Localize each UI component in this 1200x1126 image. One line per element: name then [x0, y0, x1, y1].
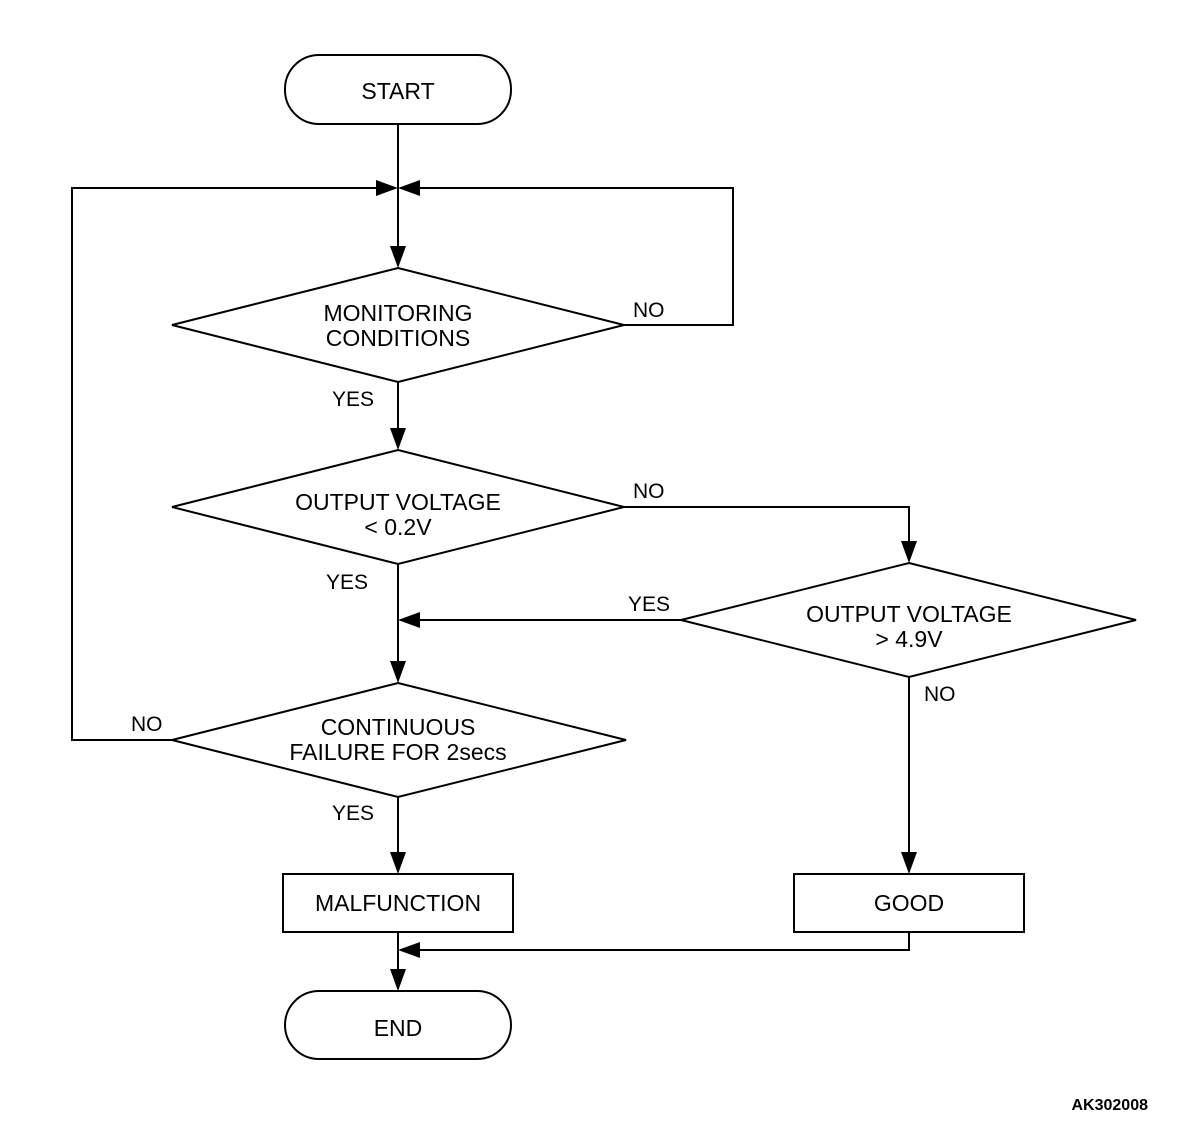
arrowhead-merge-right — [398, 180, 420, 196]
edge-label-monitoring-yes: YES — [332, 388, 374, 411]
good-label: GOOD — [874, 890, 944, 916]
high-voltage-decision: OUTPUT VOLTAGE > 4.9V — [680, 561, 1137, 679]
low-voltage-decision: OUTPUT VOLTAGE < 0.2V — [171, 448, 625, 566]
low-voltage-label-line1: OUTPUT VOLTAGE — [295, 489, 501, 515]
start-label: START — [361, 78, 434, 104]
start-terminal: START — [284, 54, 512, 125]
edge-label-low-yes: YES — [326, 571, 368, 594]
malfunction-label: MALFUNCTION — [315, 890, 481, 916]
continuous-label-line2: FAILURE FOR 2secs — [289, 739, 506, 765]
monitoring-label-line2: CONDITIONS — [326, 325, 470, 351]
continuous-failure-decision: CONTINUOUS FAILURE FOR 2secs — [171, 681, 627, 799]
arrowhead-high-yes — [398, 612, 420, 628]
figure-code: AK302008 — [1072, 1097, 1149, 1114]
monitoring-label-line1: MONITORING — [323, 300, 472, 326]
malfunction-box: MALFUNCTION — [282, 873, 514, 933]
arrowhead-into-high-voltage — [901, 541, 917, 563]
arrowhead-merge-left — [376, 180, 398, 196]
continuous-label-line1: CONTINUOUS — [321, 714, 476, 740]
line-monitoring-no-loop — [408, 187, 734, 326]
edge-label-continuous-yes: YES — [332, 802, 374, 825]
arrowhead-into-end — [390, 969, 406, 991]
edge-label-high-no: NO — [924, 683, 956, 706]
good-box: GOOD — [793, 873, 1025, 933]
arrowhead-into-malfunction — [390, 852, 406, 874]
arrowhead-into-low-voltage — [390, 428, 406, 450]
connectors — [71, 124, 910, 981]
line-low-no — [624, 506, 910, 553]
high-voltage-label-line1: OUTPUT VOLTAGE — [806, 601, 1012, 627]
arrowheads — [376, 180, 917, 991]
arrowhead-good-to-end — [398, 942, 420, 958]
high-voltage-label-line2: > 4.9V — [875, 626, 943, 652]
edge-label-monitoring-no: NO — [633, 299, 665, 322]
line-continuous-no-loop — [71, 187, 388, 741]
edge-label-low-no: NO — [633, 480, 665, 503]
arrowhead-into-continuous — [390, 661, 406, 683]
line-good-to-end — [408, 932, 910, 951]
edge-label-continuous-no: NO — [131, 713, 163, 736]
edge-label-high-yes: YES — [628, 593, 670, 616]
monitoring-conditions-decision: MONITORING CONDITIONS — [171, 266, 625, 384]
arrowhead-into-monitoring — [390, 246, 406, 268]
end-label: END — [374, 1015, 423, 1041]
low-voltage-label-line2: < 0.2V — [364, 514, 432, 540]
arrowhead-into-good — [901, 852, 917, 874]
end-terminal: END — [284, 990, 512, 1060]
edge-labels: NO YES NO YES YES NO NO YES — [131, 299, 956, 825]
